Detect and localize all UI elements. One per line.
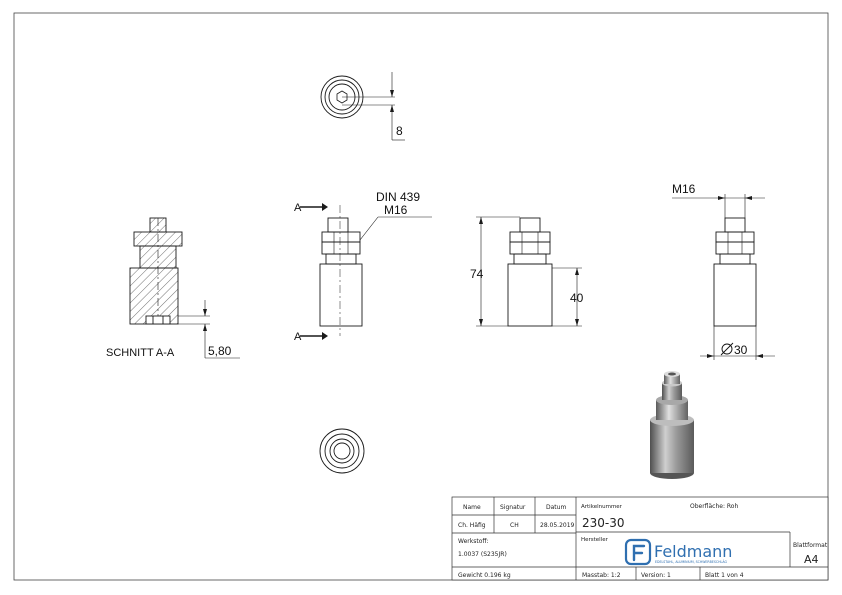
version: Version: 1 (641, 572, 671, 579)
sheet-format: A4 (804, 553, 819, 566)
material-label: Werkstoff: (458, 538, 489, 545)
surface: Oberfläche: Roh (690, 503, 738, 510)
cut-marker-bottom: A (294, 331, 302, 343)
dim-groove: 5,80 (208, 344, 232, 358)
dim-total-height: 74 (470, 267, 484, 281)
top-view (320, 72, 405, 141)
author-date: 28.05.2019 (540, 522, 575, 529)
dim-thread-label: M16 (384, 203, 408, 217)
section-view (129, 217, 240, 359)
sheet-border (13, 12, 829, 581)
feldmann-logo: Feldmann EDELSTAHL, ALUMINIUM, SCHWERBES… (624, 538, 732, 566)
scale: Masstab: 1:2 (582, 572, 621, 579)
dim-thread-top: M16 (672, 182, 696, 196)
diameter-icon (720, 342, 734, 356)
section-label: SCHNITT A-A (106, 347, 175, 359)
cut-marker-top: A (294, 202, 302, 214)
right-view (672, 194, 775, 360)
sheet-number: Blatt 1 von 4 (705, 572, 744, 579)
isometric-render (650, 371, 694, 479)
dim-din: DIN 439 (376, 190, 420, 204)
header-date: Datum (546, 504, 566, 511)
weight: Gewicht 0.196 kg (458, 572, 511, 579)
logo-tagline: EDELSTAHL, ALUMINIUM, SCHWERBESCHLÄG (655, 559, 727, 564)
dim-body-height: 40 (570, 291, 584, 305)
header-signature: Signatur (500, 504, 526, 511)
article-label: Artikelnummer (581, 504, 623, 510)
logo-text: Feldmann (654, 542, 732, 561)
dim-top-height: 8 (396, 124, 403, 138)
manufacturer-label: Hersteller (581, 537, 609, 543)
material-value: 1.0037 (S235JR) (458, 551, 507, 558)
bottom-view (319, 428, 365, 474)
title-block (451, 496, 829, 581)
author-name: Ch. Häfig (458, 522, 486, 529)
article-number: 230-30 (582, 516, 625, 530)
front-view (300, 205, 432, 337)
dim-diameter: 30 (734, 343, 748, 357)
author-signature: CH (510, 522, 519, 529)
side-view (476, 216, 582, 327)
header-name: Name (463, 504, 481, 511)
sheet-format-label: Blattformat (793, 542, 828, 549)
